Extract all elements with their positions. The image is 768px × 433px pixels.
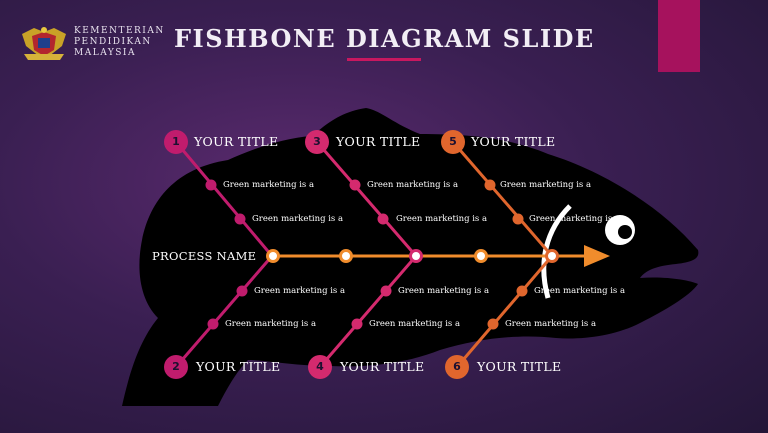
cause-1-note-outer: Green marketing is a [223, 180, 315, 190]
bone-5-line [451, 141, 554, 257]
cause-1-title: YOUR TITLE [194, 134, 279, 149]
spine-nodes [266, 249, 559, 263]
corner-accent-tab [658, 0, 700, 72]
cause-4-badge: 4 [308, 355, 332, 379]
cause-3-note-inner: Green marketing is a [396, 214, 488, 224]
cause-2-note-inner: Green marketing is a [254, 286, 346, 296]
slide-title: FISHBONE DIAGRAM SLIDE [174, 24, 595, 53]
fish-pupil [618, 225, 632, 239]
cause-6-note-outer: Green marketing is a [505, 319, 597, 329]
bone-1-line [174, 141, 274, 257]
ministry-line-2: PENDIDIKAN [74, 37, 152, 47]
cause-5-title: YOUR TITLE [471, 134, 556, 149]
cause-1-note-inner: Green marketing is a [252, 214, 344, 224]
title-underline [347, 58, 421, 61]
cause-1-badge: 1 [164, 130, 188, 154]
bone-6-line [455, 255, 554, 368]
cause-4-note-outer: Green marketing is a [369, 319, 461, 329]
cause-6-note-inner: Green marketing is a [534, 286, 626, 296]
cause-2-badge: 2 [164, 355, 188, 379]
cause-4-title: YOUR TITLE [340, 359, 425, 374]
cause-3-badge: 3 [305, 130, 329, 154]
cause-2-note-outer: Green marketing is a [225, 319, 317, 329]
ministry-line-3: MALAYSIA [74, 48, 136, 58]
ministry-crest-logo [22, 27, 66, 60]
bone-dots [205, 179, 528, 330]
cause-4-note-inner: Green marketing is a [398, 286, 490, 296]
cause-5-note-outer: Green marketing is a [500, 180, 592, 190]
cause-5-note-inner: Green marketing is a [529, 214, 621, 224]
cause-3-note-outer: Green marketing is a [367, 180, 459, 190]
cause-2-title: YOUR TITLE [196, 359, 281, 374]
bone-2-line [174, 255, 274, 368]
spine-arrowhead [584, 245, 610, 267]
ministry-name: KEMENTERIAN PENDIDIKAN MALAYSIA [74, 26, 165, 59]
process-name-label: PROCESS NAME [152, 249, 257, 263]
ministry-line-1: KEMENTERIAN [74, 26, 165, 36]
cause-5-badge: 5 [441, 130, 465, 154]
cause-6-title: YOUR TITLE [477, 359, 562, 374]
cause-6-badge: 6 [445, 355, 469, 379]
bone-3-line [315, 141, 418, 257]
bone-4-line [318, 255, 418, 368]
cause-3-title: YOUR TITLE [336, 134, 421, 149]
